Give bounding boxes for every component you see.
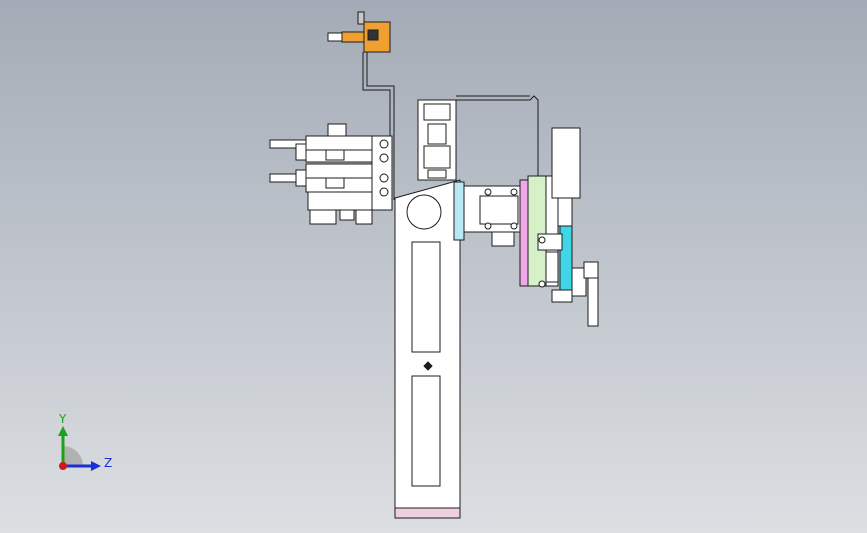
upper-bracket xyxy=(417,95,539,181)
right-gripper-assembly xyxy=(463,127,599,327)
triad-z-label: Z xyxy=(104,456,113,470)
main-arm-plate xyxy=(394,179,465,519)
top-sensor-assembly xyxy=(327,11,395,200)
triad-y-label: Y xyxy=(59,412,67,426)
triad-graphic xyxy=(58,426,101,471)
coordinate-triad: Y Z xyxy=(45,412,125,482)
left-cylinder-assembly xyxy=(269,123,393,225)
